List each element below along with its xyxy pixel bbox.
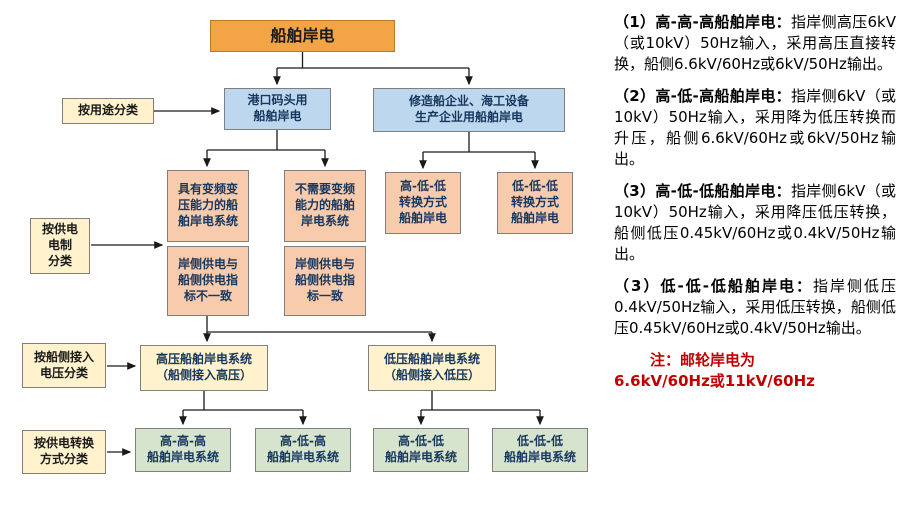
definition-paragraph-3: （3）高-低-低船舶岸电：指岸侧6kV（或10kV）50Hz输入，采用降压低压转… (614, 181, 896, 265)
node-port-terminal-shore-power: 港口码头用 船舶岸电 (224, 88, 331, 130)
shore-power-classification-flowchart: 船舶岸电 按用途分类 按供电 电制 分类 按船侧接入 电压分类 按供电转换 方式… (22, 20, 588, 474)
category-label-ship-voltage: 按船侧接入 电压分类 (22, 343, 106, 388)
category-label-usage: 按用途分类 (62, 98, 154, 124)
note-line-1: 注：邮轮岸电为 (650, 351, 756, 369)
node-hhh-system: 高-高-高 船舶岸电系统 (135, 428, 231, 472)
definition-heading: （3）高-低-低船舶岸电： (614, 182, 791, 200)
category-label-conversion-mode: 按供电转换 方式分类 (22, 430, 106, 474)
definition-body: 指岸侧6kV（或10kV）50Hz输入，采用降压低压转换，船侧低压0.45kV/… (614, 182, 897, 263)
node-low-voltage-system: 低压船舶岸电系统 （船侧接入低压） (368, 345, 496, 391)
description-panel: （1）高-高-高船舶岸电：指岸侧高压6kV（或10kV）50Hz输入，采用高压直… (612, 0, 900, 392)
definition-heading: （3）低-低-低船舶岸电： (614, 277, 813, 295)
node-high-voltage-system: 高压船舶岸电系统 （船侧接入高压） (140, 345, 268, 391)
node-shore-ship-supply-match: 岸侧供电与 船侧供电指 标一致 (284, 246, 366, 316)
definition-heading: （1）高-高-高船舶岸电： (614, 13, 791, 31)
node-low-low-low-mode: 低-低-低 转换方式 船舶岸电 (497, 172, 573, 234)
node-hll-system: 高-低-低 船舶岸电系统 (373, 428, 469, 472)
node-vfd-capable-system: 具有变频变 压能力的船 舶岸电系统 (167, 170, 249, 242)
cruise-shore-power-note: 注：邮轮岸电为 6.6kV/60Hz或11kV/60Hz (614, 350, 896, 392)
node-shipyard-offshore-shore-power: 修造船企业、海工设备 生产企业用船舶岸电 (373, 88, 565, 132)
node-hlh-system: 高-低-高 船舶岸电系统 (255, 428, 351, 472)
node-lll-system: 低-低-低 船舶岸电系统 (492, 428, 588, 472)
node-high-low-low-mode: 高-低-低 转换方式 船舶岸电 (385, 172, 461, 234)
note-line-2: 6.6kV/60Hz或11kV/60Hz (614, 372, 815, 390)
node-no-vfd-system: 不需要变频 能力的船舶 岸电系统 (284, 170, 366, 242)
definition-paragraph-4: （3）低-低-低船舶岸电：指岸侧低压0.4kV/50Hz输入，采用低压转换，船侧… (614, 276, 896, 339)
node-shore-ship-supply-mismatch: 岸侧供电与 船侧供电指 标不一致 (167, 246, 249, 316)
definition-paragraph-1: （1）高-高-高船舶岸电：指岸侧高压6kV（或10kV）50Hz输入，采用高压直… (614, 12, 896, 75)
definition-heading: （2）高-低-高船舶岸电： (614, 87, 791, 105)
definition-body: 指岸侧高压6kV（或10kV）50Hz输入，采用高压直接转换，船侧6.6kV/6… (614, 13, 897, 73)
definition-body: 指岸侧6kV（或10kV）50Hz输入，采用降为低压转换而升压，船侧6.6kV/… (614, 87, 897, 168)
definition-paragraph-2: （2）高-低-高船舶岸电：指岸侧6kV（或10kV）50Hz输入，采用降为低压转… (614, 86, 896, 170)
node-ship-shore-power: 船舶岸电 (210, 20, 395, 52)
category-label-supply-system: 按供电 电制 分类 (30, 218, 90, 274)
definition-body: 指岸侧低压0.4kV/50Hz输入，采用低压转换，船侧低压0.45kV/60Hz… (614, 277, 896, 337)
